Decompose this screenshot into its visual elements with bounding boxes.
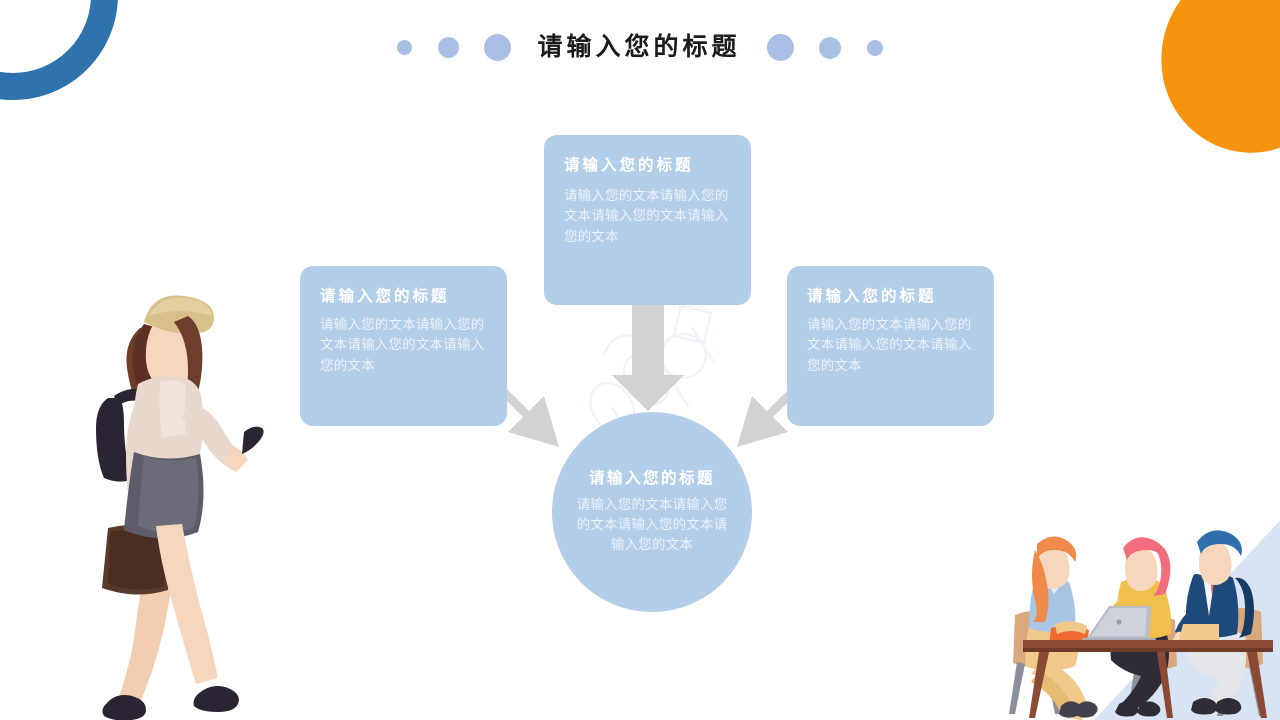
card-body-top: 请输入您的文本请输入您的文本请输入您的文本请输入您的文本 xyxy=(564,187,729,244)
walking-businesswoman-illustration xyxy=(96,295,264,720)
header-dot-6-icon xyxy=(866,39,883,56)
header-dot-1-icon xyxy=(397,40,413,55)
content-card-left[interactable]: 请输入您的标题 请输入您的文本请输入您的文本请输入您的文本请输入您的文本 xyxy=(300,266,507,426)
card-title-left: 请输入您的标题 xyxy=(320,288,450,305)
card-body-right: 请输入您的文本请输入您的文本请输入您的文本请输入您的文本 xyxy=(807,316,972,373)
slide-header: 请输入您的标题 xyxy=(0,34,1280,61)
header-dot-3-icon xyxy=(484,34,512,61)
content-circle-center[interactable]: 请输入您的标题 请输入您的文本请输入您的文本请输入您的文本请输入您的文本 xyxy=(552,412,752,612)
card-title-top: 请输入您的标题 xyxy=(564,157,694,174)
header-dot-4-icon xyxy=(766,34,794,61)
content-card-top[interactable]: 请输入您的标题 请输入您的文本请输入您的文本请输入您的文本请输入您的文本 xyxy=(544,135,751,305)
team-meeting-illustration xyxy=(1009,530,1273,720)
header-dot-2-icon xyxy=(438,37,460,58)
card-title-center: 请输入您的标题 xyxy=(588,470,715,487)
card-body-center: 请输入您的文本请输入您的文本请输入您的文本请输入您的文本 xyxy=(576,496,728,553)
page-title: 请输入您的标题 xyxy=(537,34,741,61)
header-dot-5-icon xyxy=(818,36,841,59)
orange-blob-icon xyxy=(1145,0,1280,167)
card-body-left: 请输入您的文本请输入您的文本请输入您的文本请输入您的文本 xyxy=(320,316,485,373)
content-card-right[interactable]: 请输入您的标题 请输入您的文本请输入您的文本请输入您的文本请输入您的文本 xyxy=(787,266,994,426)
arrow-down-right-icon xyxy=(500,388,559,447)
card-title-right: 请输入您的标题 xyxy=(807,288,937,305)
arrow-down-icon xyxy=(612,305,684,411)
